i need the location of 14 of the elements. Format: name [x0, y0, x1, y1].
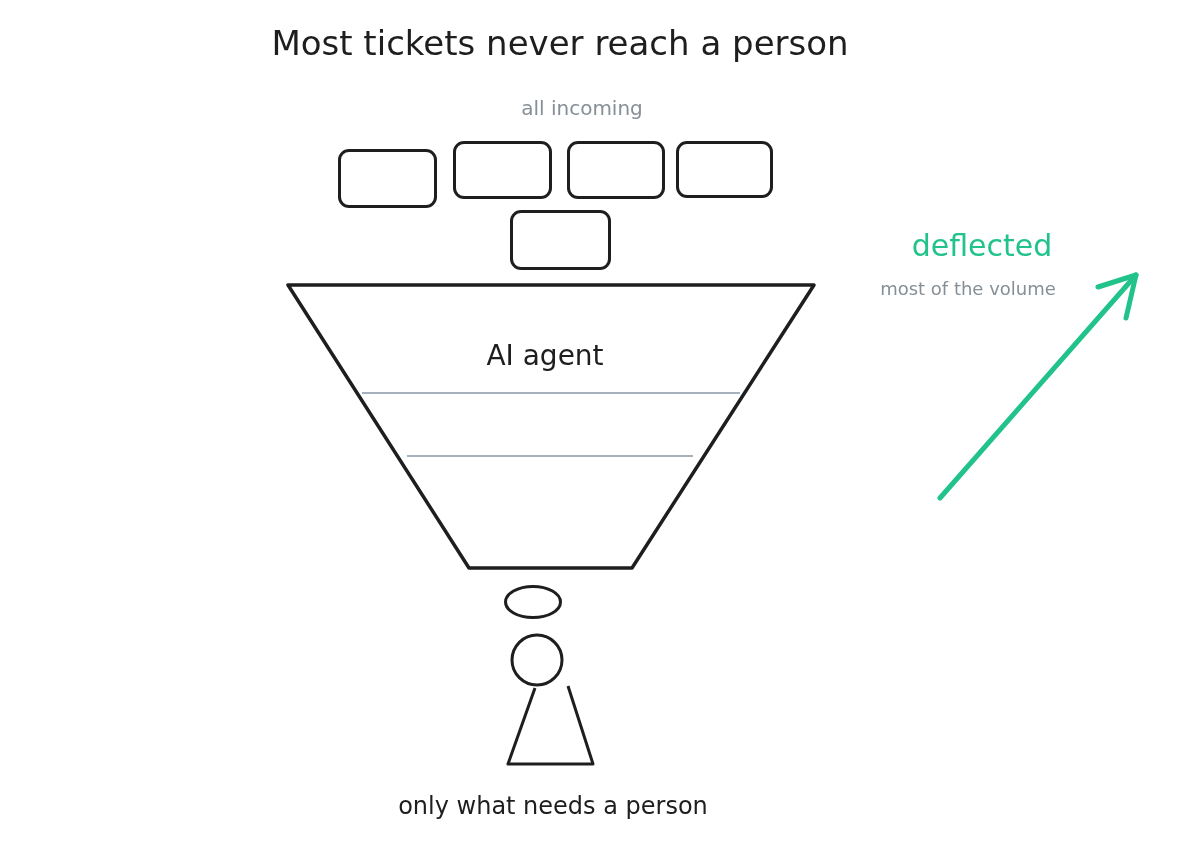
deflected-label: deflected [911, 229, 1053, 264]
ticket-card [567, 141, 665, 199]
ticket-oval [504, 585, 562, 619]
ticket-card [338, 149, 437, 208]
ticket-card [510, 210, 611, 270]
person-icon [505, 632, 597, 768]
group-caption: all incoming [521, 97, 643, 120]
funnel-label: AI agent [486, 340, 604, 373]
ticket-card [676, 141, 773, 198]
ticket-card [453, 141, 552, 199]
person-caption: only what needs a person [398, 793, 708, 821]
volume-note: most of the volume [880, 279, 1056, 300]
funnel [286, 282, 816, 572]
title: Most tickets never reach a person [271, 24, 849, 64]
